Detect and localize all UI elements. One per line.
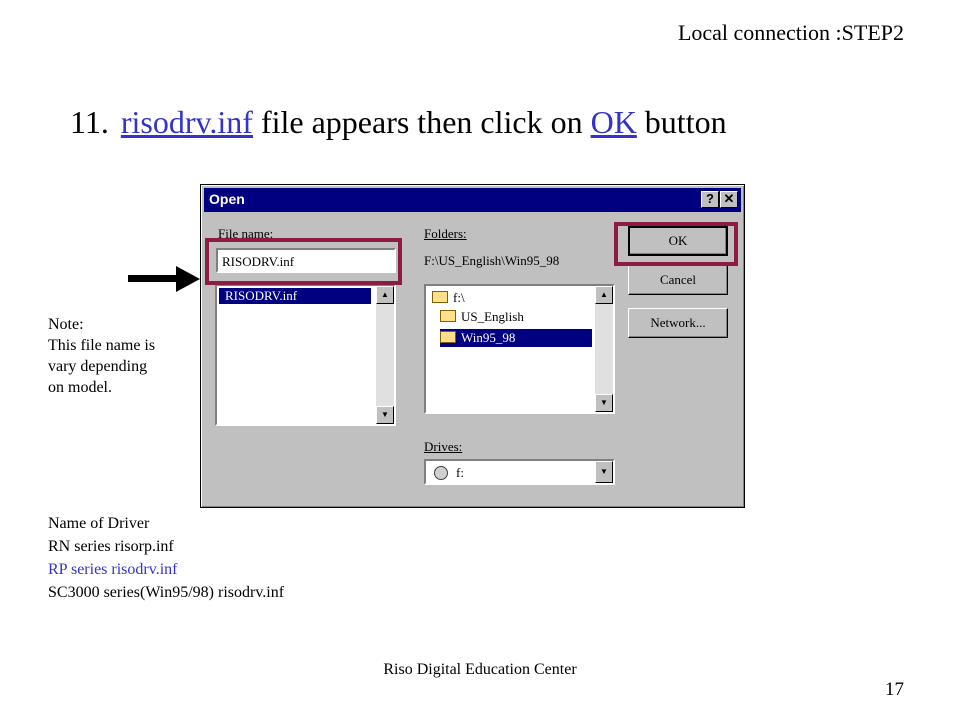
- pointer-arrow-icon: [128, 275, 178, 282]
- step-number: 11.: [70, 104, 109, 140]
- folder-open-icon: [440, 310, 456, 322]
- scroll-up-icon[interactable]: ▲: [376, 286, 394, 304]
- current-path: F:\US_English\Win95_98: [424, 253, 560, 268]
- close-button[interactable]: ✕: [720, 191, 738, 208]
- ok-highlight: [614, 222, 738, 266]
- folder-open-icon: [440, 331, 456, 343]
- file-list-scrollbar[interactable]: ▲ ▼: [376, 286, 394, 424]
- step-text-middle: file appears then click on: [252, 104, 591, 140]
- step-text-end: button: [636, 104, 727, 140]
- scroll-down-icon[interactable]: ▼: [376, 406, 394, 424]
- folder-list-scrollbar[interactable]: ▲ ▼: [595, 286, 613, 412]
- folder-list[interactable]: f:\ US_English Win95_98 ▲ ▼: [424, 284, 615, 414]
- footer: Riso Digital Education Center: [383, 661, 577, 678]
- note-line: This file name is: [48, 337, 156, 354]
- folder-open-icon: [432, 291, 448, 303]
- drive-value: f:: [456, 465, 464, 480]
- cd-drive-icon: [434, 466, 448, 480]
- folder-item-us-english[interactable]: US_English: [440, 308, 524, 326]
- slide-header: Local connection :STEP2: [677, 20, 904, 45]
- driver-row: RP series risodrv.inf: [48, 561, 178, 578]
- ok-button[interactable]: OK: [628, 226, 728, 256]
- help-button[interactable]: ?: [701, 191, 719, 208]
- driver-list-title: Name of Driver: [48, 515, 150, 532]
- note-line: on model.: [48, 379, 112, 396]
- note-title: Note:: [48, 316, 84, 333]
- file-name-label: File name:: [218, 226, 274, 241]
- file-name-highlight: [205, 238, 402, 285]
- driver-row: RN series risorp.inf: [48, 538, 174, 555]
- note-line: vary depending: [48, 358, 148, 375]
- cancel-button[interactable]: Cancel: [628, 265, 728, 295]
- drive-select[interactable]: f: ▼: [424, 459, 615, 485]
- pointer-arrow-head-icon: [176, 266, 200, 292]
- folder-item-win95-98[interactable]: Win95_98: [440, 329, 592, 347]
- chevron-down-icon[interactable]: ▼: [595, 461, 613, 483]
- scroll-up-icon[interactable]: ▲: [595, 286, 613, 304]
- folders-label: Folders:: [424, 226, 467, 241]
- network-button[interactable]: Network...: [628, 308, 728, 338]
- file-name-input[interactable]: RISODRV.inf: [216, 248, 396, 273]
- file-link[interactable]: risodrv.inf: [120, 104, 253, 140]
- dialog-title: Open: [209, 191, 245, 207]
- step-title: 11. risodrv.inf file appears then click o…: [70, 104, 727, 141]
- drives-label: Drives:: [424, 439, 463, 454]
- driver-row: SC3000 series(Win95/98) risodrv.inf: [48, 584, 285, 601]
- list-item[interactable]: RISODRV.inf: [219, 288, 371, 304]
- scroll-down-icon[interactable]: ▼: [595, 394, 613, 412]
- dialog-titlebar[interactable]: Open ? ✕: [204, 188, 741, 212]
- folder-item-root[interactable]: f:\: [432, 289, 465, 307]
- page-number: 17: [885, 679, 904, 700]
- ok-link[interactable]: OK: [590, 104, 637, 140]
- file-list[interactable]: RISODRV.inf ▲ ▼: [215, 284, 396, 426]
- driver-list: Name of Driver RN series risorp.inf RP s…: [48, 512, 284, 604]
- note: Note: This file name is vary depending o…: [48, 314, 155, 398]
